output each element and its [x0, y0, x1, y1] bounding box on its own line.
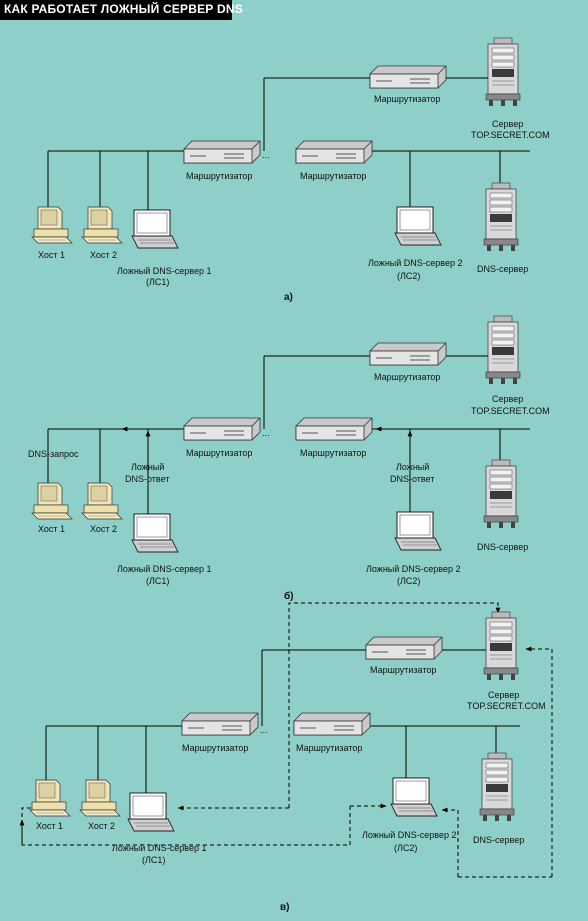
- fake-answer-l2-right-b: DNS-ответ: [390, 474, 434, 484]
- fake2-abbr-c: (ЛС2): [394, 843, 417, 853]
- dns-server-b: [483, 459, 519, 529]
- router-top-b: [369, 342, 447, 366]
- ellipsis-c: ...: [260, 725, 268, 735]
- router-top-label-b: Маршрутизатор: [374, 372, 440, 382]
- dns-query-label-b: DNS-запрос: [28, 449, 79, 459]
- fake-dns1-laptop-a: [131, 209, 179, 249]
- router-left-label-c: Маршрутизатор: [182, 743, 248, 753]
- fake2-label-a: Ложный DNS-сервер 2: [368, 258, 463, 268]
- panel-c-dashed-paths: [19, 602, 553, 878]
- host2-pc-c: [79, 779, 121, 817]
- panel-b-arrows: [121, 426, 413, 460]
- fake-dns2-laptop-c: [390, 777, 438, 817]
- server-domain-c: TOP.SECRET.COM: [467, 701, 546, 711]
- host2-label-b: Хост 2: [90, 524, 117, 534]
- router-top-label-c: Маршрутизатор: [370, 665, 436, 675]
- router-top-label-a: Маршрутизатор: [374, 94, 440, 104]
- fake-dns2-laptop-b: [394, 511, 442, 551]
- server-top-secret-c: [483, 611, 519, 681]
- router-left-a: [183, 140, 261, 164]
- fake-answer-l1-right-b: Ложный: [396, 462, 429, 472]
- host2-label-c: Хост 2: [88, 821, 115, 831]
- server-label-c: Сервер: [488, 690, 519, 700]
- fake2-label-b: Ложный DNS-сервер 2: [366, 564, 461, 574]
- host1-pc-b: [31, 482, 73, 520]
- router-left-c: [181, 712, 259, 736]
- server-top-secret-a: [485, 37, 521, 107]
- panel-caption-c: в): [280, 902, 289, 913]
- panel-caption-b: б): [284, 590, 294, 602]
- router-right-a: [295, 140, 373, 164]
- router-right-b: [295, 417, 373, 441]
- server-domain-b: TOP.SECRET.COM: [471, 406, 550, 416]
- fake1-label-b: Ложный DNS-сервер 1: [117, 564, 212, 574]
- host1-pc-c: [29, 779, 71, 817]
- fake-dns1-laptop-c: [127, 792, 175, 832]
- dns-server-a: [483, 182, 519, 252]
- router-top-c: [365, 636, 443, 660]
- host1-label-b: Хост 1: [38, 524, 65, 534]
- server-label-a: Сервер: [492, 119, 523, 129]
- page-title: КАК РАБОТАЕТ ЛОЖНЫЙ СЕРВЕР DNS: [4, 2, 243, 16]
- ellipsis-b: ...: [262, 428, 270, 438]
- fake2-abbr-b: (ЛС2): [397, 576, 420, 586]
- title-bar: КАК РАБОТАЕТ ЛОЖНЫЙ СЕРВЕР DNS: [0, 0, 243, 20]
- router-right-label-c: Маршрутизатор: [296, 743, 362, 753]
- host2-pc-a: [81, 206, 123, 244]
- fake1-label-c: Ложный DNS-сервер 1: [112, 843, 207, 853]
- fake-dns1-laptop-b: [131, 513, 179, 553]
- router-right-c: [293, 712, 371, 736]
- fake-answer-l1-left-b: Ложный: [131, 462, 164, 472]
- fake-dns2-laptop-a: [394, 206, 442, 246]
- panel-c: [45, 649, 520, 793]
- panel-a: [47, 77, 530, 210]
- dns-server-label-c: DNS-сервер: [473, 835, 524, 845]
- dns-server-label-a: DNS-сервер: [477, 264, 528, 274]
- router-top-a: [369, 65, 447, 89]
- host1-label-c: Хост 1: [36, 821, 63, 831]
- server-label-b: Сервер: [492, 394, 523, 404]
- dns-server-c: [479, 752, 515, 822]
- router-left-b: [183, 417, 261, 441]
- fake2-abbr-a: (ЛС2): [397, 271, 420, 281]
- panel-caption-a: а): [284, 292, 293, 303]
- fake1-label-a: Ложный DNS-сервер 1: [117, 266, 212, 276]
- dns-server-label-b: DNS-сервер: [477, 542, 528, 552]
- panel-b: [47, 355, 530, 514]
- host1-label-a: Хост 1: [38, 250, 65, 260]
- router-left-label-a: Маршрутизатор: [186, 171, 252, 181]
- fake2-label-c: Ложный DNS-сервер 2: [362, 830, 457, 840]
- fake1-abbr-c: (ЛС1): [142, 855, 165, 865]
- server-top-secret-b: [485, 315, 521, 385]
- fake1-abbr-b: (ЛС1): [146, 576, 169, 586]
- router-right-label-a: Маршрутизатор: [300, 171, 366, 181]
- server-domain-a: TOP.SECRET.COM: [471, 130, 550, 140]
- ellipsis-a: ...: [262, 150, 270, 160]
- fake-answer-l2-left-b: DNS-ответ: [125, 474, 169, 484]
- router-left-label-b: Маршрутизатор: [186, 448, 252, 458]
- fake1-abbr-a: (ЛС1): [146, 277, 169, 287]
- host1-pc-a: [31, 206, 73, 244]
- host2-label-a: Хост 2: [90, 250, 117, 260]
- router-right-label-b: Маршрутизатор: [300, 448, 366, 458]
- host2-pc-b: [81, 482, 123, 520]
